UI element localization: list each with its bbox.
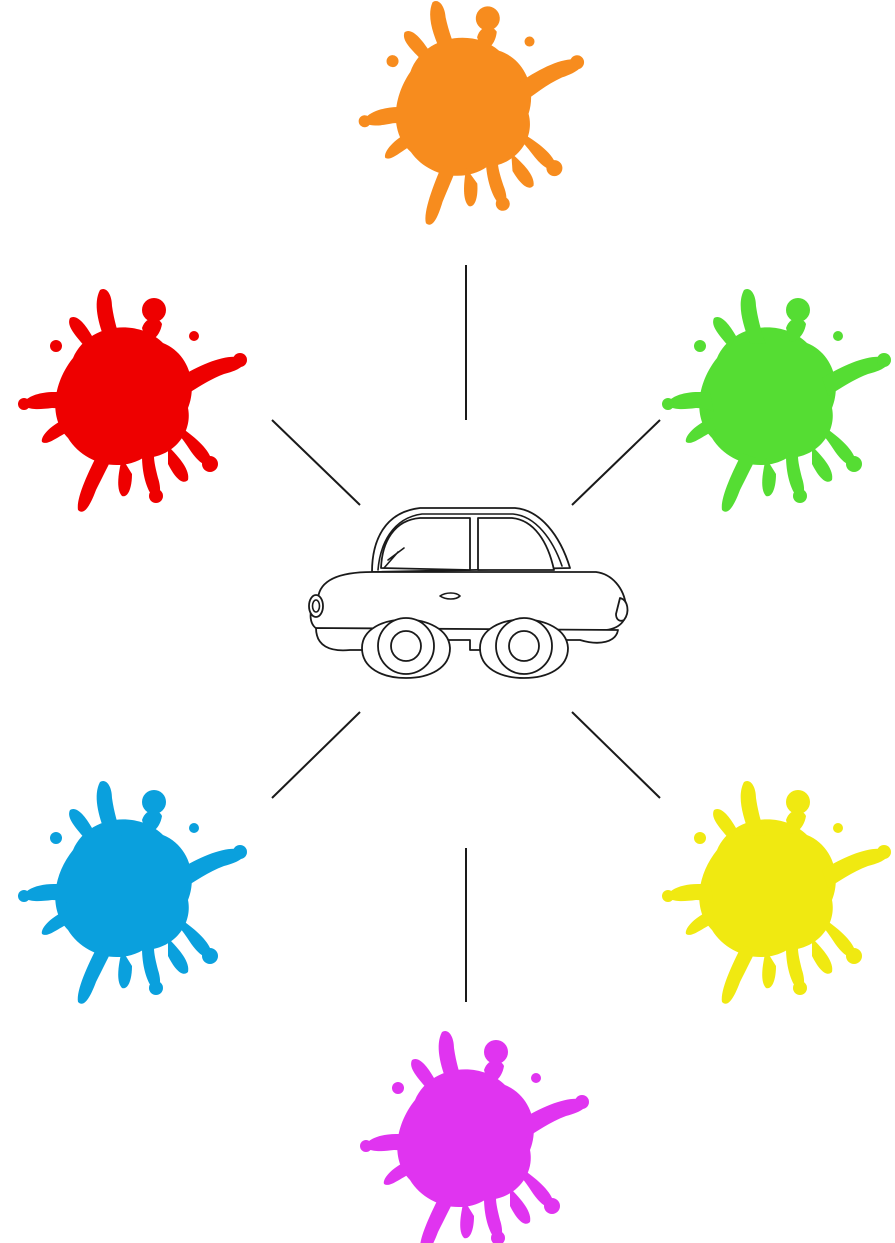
car-front-wheel xyxy=(362,618,450,678)
car-outline-icon xyxy=(309,508,627,678)
connector-lower-right xyxy=(572,712,660,798)
splat-red xyxy=(18,289,247,512)
splat-green xyxy=(662,289,891,512)
splat-orange xyxy=(351,0,595,229)
connector-lower-left xyxy=(272,712,360,798)
car-body xyxy=(311,572,627,630)
splat-blue xyxy=(18,781,247,1004)
car-headlight xyxy=(309,595,323,617)
connector-upper-left xyxy=(272,420,360,505)
splat-purple xyxy=(360,1031,589,1243)
splat-yellow xyxy=(662,781,891,1004)
car-rear-wheel xyxy=(480,618,568,678)
connector-upper-right xyxy=(572,420,660,505)
